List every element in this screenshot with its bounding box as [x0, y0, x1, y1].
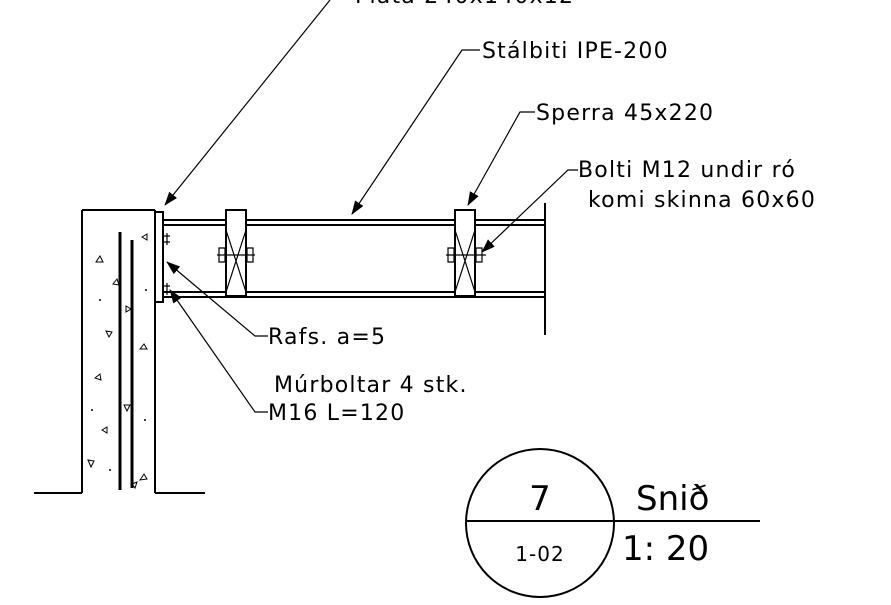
- steel-beam: [163, 203, 546, 335]
- beam-label: Stálbiti IPE-200: [482, 39, 669, 64]
- bolt-nut: [446, 247, 486, 263]
- detail-number: 7: [529, 479, 551, 519]
- rafter-label: Sperra 45x220: [536, 101, 714, 126]
- bolt-label-line2: komi skinna 60x60: [588, 188, 816, 213]
- anchor-label-line2: M16 L=120: [268, 401, 405, 426]
- section-title-block: 7 1-02 Snið 1: 20: [465, 448, 760, 598]
- sheet-reference: 1-02: [515, 542, 564, 566]
- leader-lines: [164, 0, 578, 413]
- weld-label: Rafs. a=5: [268, 325, 386, 350]
- anchor-bolt: [163, 283, 170, 295]
- section-title: Snið: [636, 479, 709, 519]
- bolt-nut: [217, 247, 255, 263]
- bolt-label-line1: Bolti M12 undir ró: [578, 158, 796, 183]
- rafter-left: [217, 209, 255, 297]
- concrete-wall: [81, 209, 156, 493]
- anchor-label-line1: Múrboltar 4 stk.: [274, 373, 468, 398]
- section-scale: 1: 20: [622, 529, 709, 569]
- rafter-right: [446, 209, 486, 297]
- anchor-bolt: [163, 233, 170, 245]
- concrete-aggregate: [87, 233, 148, 490]
- plate-label: Plata 240x140x12: [355, 0, 574, 9]
